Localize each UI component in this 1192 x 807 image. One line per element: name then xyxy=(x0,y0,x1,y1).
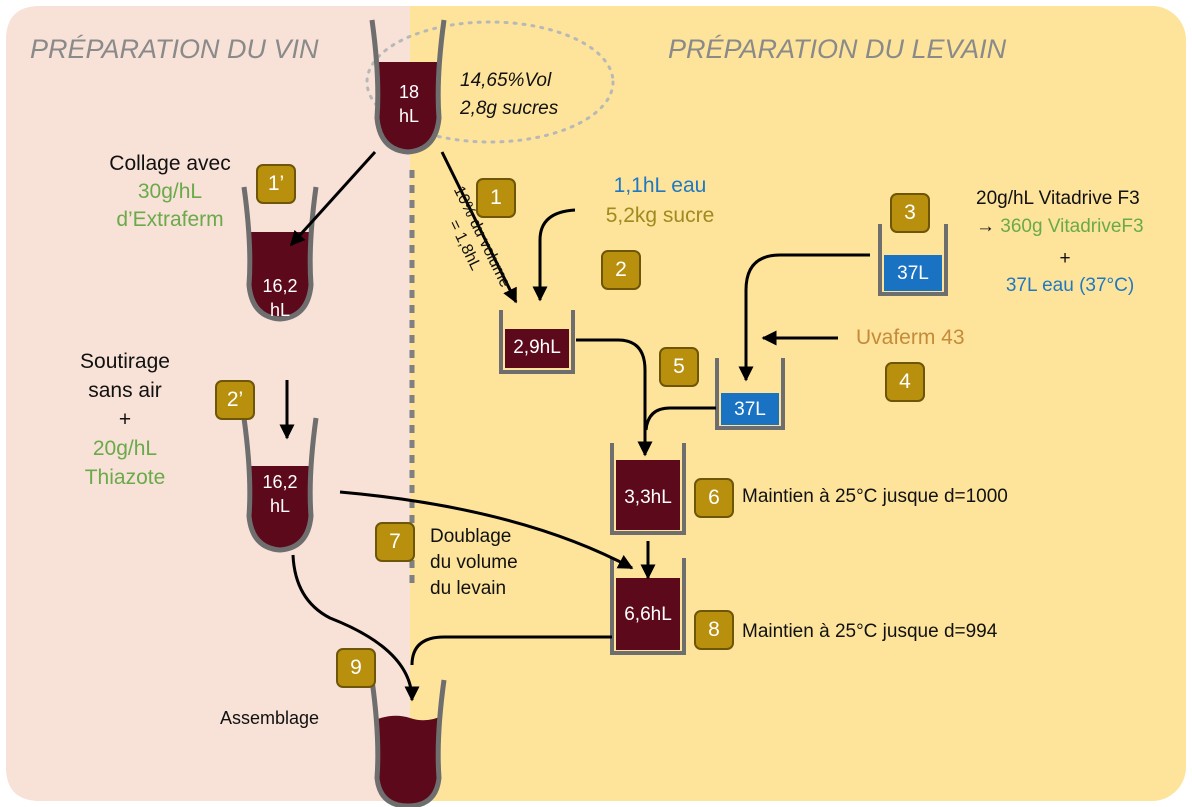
tank-66-label: 6,6hL xyxy=(624,604,672,625)
arrow-tank-66-to-assemblage xyxy=(410,635,612,666)
tank-37-mid-label: 37L xyxy=(734,399,766,420)
vitadrive-line3: 37L eau (37°C) xyxy=(1005,275,1135,296)
doublage-line1: Doublage xyxy=(430,526,512,547)
arrow-tank-29-to-tank-33 xyxy=(576,338,653,457)
glass-a-volume: 16,2 xyxy=(262,276,298,296)
maintien-1000-text: Maintien à 25°C jusque d=1000 xyxy=(742,486,1008,507)
vitadrive-line2-row: → 360g VitadriveF3 xyxy=(976,216,1144,238)
section-title-vin: PRÉPARATION DU VIN xyxy=(30,34,319,64)
collage-line2: 30g/hL xyxy=(137,180,203,203)
glass-16-2hl-a xyxy=(241,186,319,322)
doublage-line2: du volume xyxy=(430,552,518,573)
soutirage-line2: sans air xyxy=(88,379,162,402)
eau-text: 1,1hL eau xyxy=(613,174,707,197)
step-badge-4: 4 xyxy=(885,362,925,402)
step-badge-3: 3 xyxy=(890,193,930,233)
step-badge-2-prime: 2’ xyxy=(215,380,255,420)
step-badge-2: 2 xyxy=(601,250,641,290)
collage-text: Collage avec 30g/hL d’Extraferm xyxy=(60,150,280,234)
collage-line3: d’Extraferm xyxy=(116,208,224,231)
vitadrive-line2: 360g VitadriveF3 xyxy=(1000,216,1144,237)
step-badge-9: 9 xyxy=(336,648,376,688)
arrow-glass-b-to-assemblage xyxy=(291,554,420,702)
glass-16-2hl-b xyxy=(241,417,319,553)
doublage-line3: du levain xyxy=(430,578,507,599)
tank-37l-mid xyxy=(715,358,785,430)
arrow-glass-top-to-tank-29 xyxy=(440,151,518,304)
soutirage-line4: 20g/hL xyxy=(92,437,158,460)
wine-spec-bubble xyxy=(365,20,615,144)
step-badge-6: 6 xyxy=(694,478,734,518)
maintien-994-text: Maintien à 25°C jusque d=994 xyxy=(742,621,998,642)
tank-2-9hl xyxy=(499,310,575,374)
vitadrive-line1: 20g/hL Vitadrive F3 xyxy=(976,188,1140,209)
step-badge-8: 8 xyxy=(694,610,734,650)
sucre-text: 5,2kg sucre xyxy=(605,204,715,227)
uvaferm-text: Uvaferm 43 xyxy=(856,326,965,349)
wine-spec-sucres: 2,8g sucres xyxy=(460,98,559,119)
wine-spec-vol: 14,65%Vol xyxy=(460,70,552,91)
step-badge-5: 5 xyxy=(659,347,699,387)
glass-b-unit: hL xyxy=(269,496,291,516)
assemblage-text: Assemblage xyxy=(220,708,320,728)
collage-line1: Collage avec xyxy=(109,152,231,175)
step-badge-7: 7 xyxy=(375,522,415,562)
soutirage-line3: + xyxy=(118,408,132,431)
tank-37l-top xyxy=(878,224,948,296)
tank-6-6hl xyxy=(610,558,686,655)
tank-33-label: 3,3hL xyxy=(624,487,672,508)
doublage-text: Doublage du volume du levain xyxy=(430,524,518,602)
arrow-glass-top-to-glass-a xyxy=(289,150,377,247)
glass-top-18hl xyxy=(369,19,447,155)
arrow-tank-37-mid-merge xyxy=(644,406,716,431)
step-badge-1-prime: 1’ xyxy=(256,164,296,204)
soutirage-line5: Thiazote xyxy=(84,466,166,489)
soutirage-line1: Soutirage xyxy=(80,350,170,373)
vitadrive-arrow: → xyxy=(976,216,995,237)
glass-b-volume: 16,2 xyxy=(262,472,298,492)
glass-b-label: 16,2 hL xyxy=(254,470,306,518)
glass-top-unit: hL xyxy=(398,106,420,126)
glass-a-unit: hL xyxy=(269,300,291,320)
tank-3-3hl xyxy=(610,443,686,535)
tank-37-top-label: 37L xyxy=(897,263,929,284)
step-badge-1: 1 xyxy=(476,178,516,218)
arrow-glass-b-to-tank-66 xyxy=(339,490,634,570)
soutirage-text: Soutirage sans air + 20g/hL Thiazote xyxy=(40,347,210,492)
arrow-tank-37-top-to-tank-37-mid xyxy=(738,253,870,382)
arrow-water-sugar-to-tank-29 xyxy=(532,208,576,302)
tank-29-label: 2,9hL xyxy=(513,337,561,358)
section-title-levain: PRÉPARATION DU LEVAIN xyxy=(668,34,1007,64)
glass-top-volume: 18 xyxy=(398,82,420,102)
vitadrive-plus: + xyxy=(1059,248,1071,269)
glass-a-label: 16,2 hL xyxy=(254,274,306,322)
glass-top-label: 18 hL xyxy=(383,80,435,128)
glass-assemblage xyxy=(369,679,447,807)
